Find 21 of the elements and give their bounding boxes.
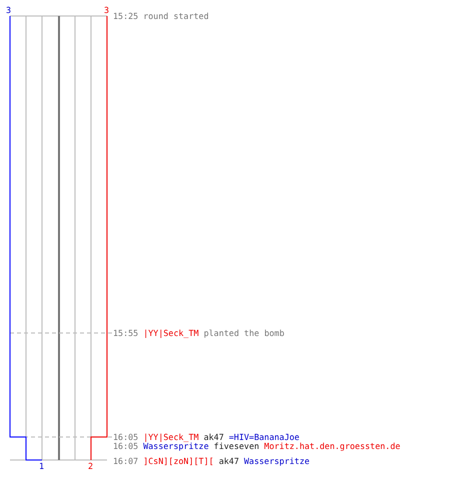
count-label: 3 (104, 5, 110, 15)
event-text: planted the bomb (204, 328, 284, 338)
timestamp: 16:05 (113, 441, 138, 451)
player-name: Wasserspritze (244, 456, 310, 466)
timestamp: 16:07 (113, 456, 138, 466)
count-label: 2 (88, 461, 94, 471)
player-name: =HIV=BananaJoe (228, 432, 300, 442)
weapon-name: ak47 (218, 456, 239, 466)
count-label: 3 (6, 5, 12, 15)
count-label: 1 (39, 461, 44, 471)
weapon-name: ak47 (204, 432, 224, 442)
timestamp: 16:05 (113, 432, 138, 442)
event-text: round started (143, 11, 209, 21)
timestamp: 15:55 (113, 328, 138, 338)
player-name: Wasserspritze (143, 441, 209, 451)
player-name: |YY|Seck_TM (143, 432, 199, 442)
player-name: ]CsN][zoN][T][ (143, 456, 214, 466)
player-name: |YY|Seck_TM (143, 328, 199, 338)
timestamp: 15:25 (113, 11, 138, 21)
player-name: Moritz.hat.den.groessten.de (264, 441, 400, 451)
weapon-name: fiveseven (214, 441, 260, 451)
